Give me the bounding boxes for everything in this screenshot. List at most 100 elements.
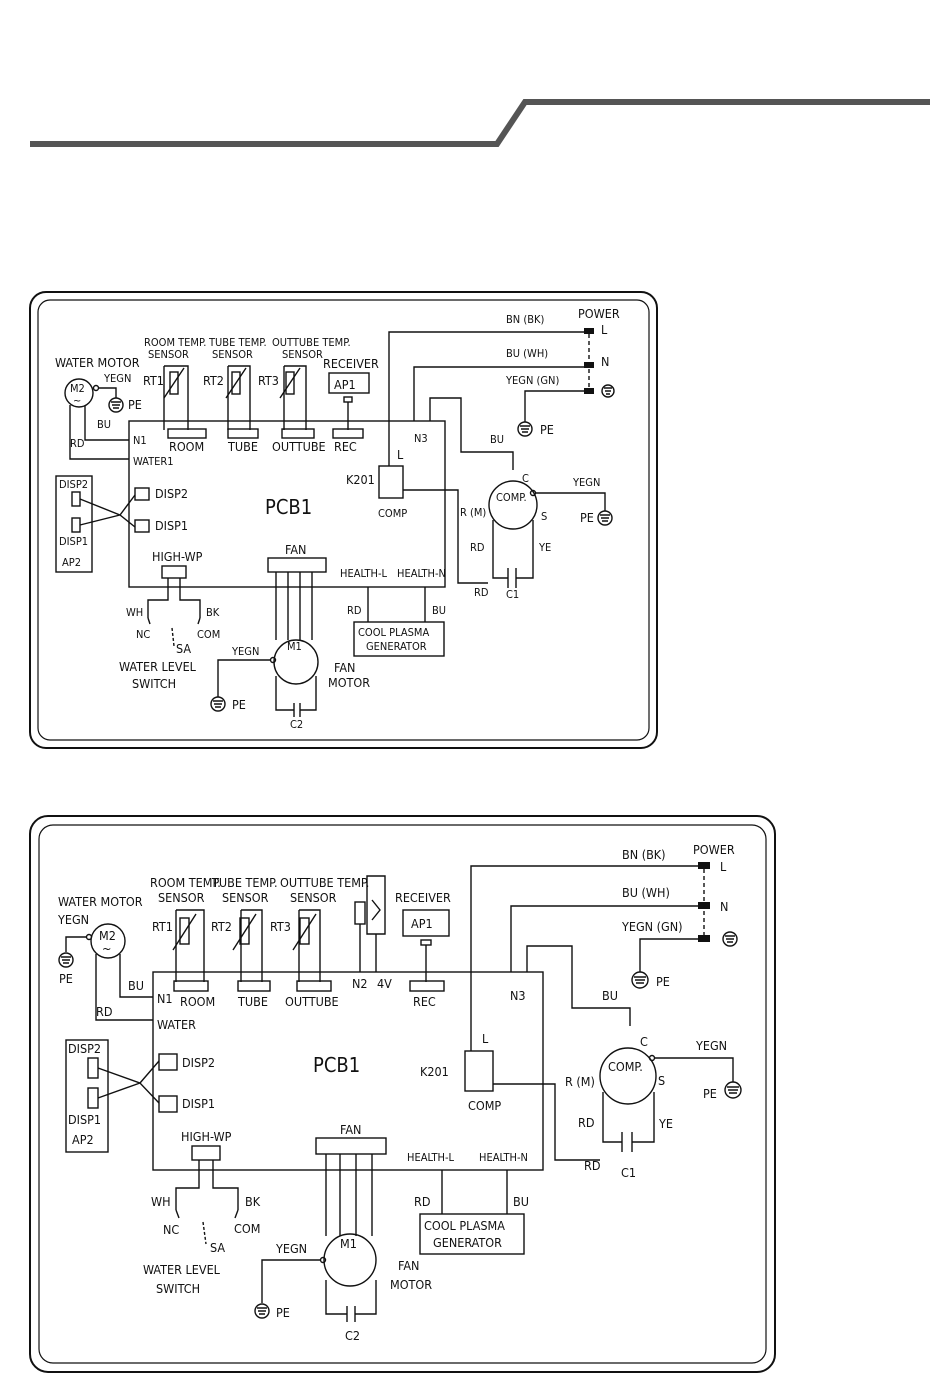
m1-fan-motor-2 <box>323 1233 377 1287</box>
connector-rec: REC <box>334 439 357 454</box>
connector-room-2: ROOM <box>180 994 215 1009</box>
com-label: COM <box>197 628 220 641</box>
nc-label: NC <box>136 628 150 641</box>
pcb-label: PCB1 <box>265 495 312 519</box>
k201-comp: COMP <box>378 507 407 520</box>
room-sensor-header-2: ROOM TEMP. <box>150 875 221 890</box>
outtube-sensor-header-2: OUTTUBE TEMP. <box>280 875 369 890</box>
m2-pe-2: PE <box>59 971 73 986</box>
mains-pe: PE <box>540 422 554 437</box>
fan-connector-label-2: FAN <box>340 1122 361 1137</box>
health-n-label: HEALTH-N <box>397 567 446 580</box>
c1-label: C1 <box>506 588 519 601</box>
wire-bu-m2: BU <box>97 418 111 431</box>
wire-bk-2: BK <box>245 1194 261 1209</box>
plasma-box <box>353 621 445 657</box>
power-label-2: POWER <box>693 842 735 857</box>
disp1-connector: DISP1 <box>155 518 188 533</box>
plasma-line1: COOL PLASMA <box>358 626 429 639</box>
rt2-label-2: RT2 <box>211 919 232 934</box>
m2-ground-icon <box>108 397 124 413</box>
k201-relay-2 <box>464 1050 494 1092</box>
m1-ground-icon-2 <box>254 1303 270 1319</box>
receiver-label: RECEIVER <box>323 356 379 371</box>
room-sensor-word: SENSOR <box>148 348 189 361</box>
comp-yegn-2: YEGN <box>695 1038 727 1053</box>
power-label: POWER <box>578 306 620 321</box>
rt2-thermistor-2 <box>232 909 263 982</box>
m1-pe: PE <box>232 697 246 712</box>
wls-line2-2: SWITCH <box>156 1281 200 1296</box>
plasma-box-2 <box>419 1213 525 1255</box>
connector-outtube: OUTTUBE <box>272 439 326 454</box>
rt2-thermistor <box>225 365 251 430</box>
yegn-gn-label: YEGN (GN) <box>505 374 559 387</box>
room-sensor-word-2: SENSOR <box>158 890 205 905</box>
connector-room: ROOM <box>169 439 204 454</box>
c2-label-2: C2 <box>345 1328 360 1343</box>
m2-yegn-2: YEGN <box>57 912 89 927</box>
wire-bk: BK <box>206 606 220 619</box>
tube-sensor-word: SENSOR <box>212 348 253 361</box>
comp-rm: R (M) <box>460 506 486 519</box>
wire-bu-m2-2: BU <box>128 978 144 993</box>
ap1-label-2: AP1 <box>411 916 433 931</box>
comp-ground-icon <box>597 510 613 526</box>
fan-motor-label1-2: FAN <box>398 1258 419 1273</box>
wire-bu-comp-2: BU <box>602 988 618 1003</box>
bu-wh-label: BU (WH) <box>506 347 548 360</box>
wire-rd-c1: RD <box>474 586 489 599</box>
connector-tube: TUBE <box>227 439 258 454</box>
wire-rd-c1-2: RD <box>584 1158 600 1173</box>
wire-rd-plasma-2: RD <box>414 1194 430 1209</box>
pcb-label-2: PCB1 <box>313 1053 360 1077</box>
ap1-box <box>328 372 370 394</box>
rt3-thermistor-2 <box>292 909 321 982</box>
comp-c-2: C <box>640 1034 648 1049</box>
wls-line2: SWITCH <box>132 676 176 691</box>
wiring-diagram-1: PCB1 ROOM TEMP. SENSOR TUBE TEMP. SENSOR… <box>29 291 658 749</box>
bn-bk-label: BN (BK) <box>506 313 544 326</box>
rt1-thermistor-2 <box>172 909 205 982</box>
wire-rd-comp: RD <box>470 541 485 554</box>
pcb-board-2 <box>152 971 544 1171</box>
v4-label: 4V <box>377 976 392 991</box>
ap2-box-2 <box>65 1039 109 1153</box>
fan-motor-label2-2: MOTOR <box>390 1277 432 1292</box>
rt2-label: RT2 <box>203 373 224 388</box>
wire-wh-2: WH <box>151 1194 171 1209</box>
wire-rd-comp-2: RD <box>578 1115 594 1130</box>
mains-ground-icon-2 <box>631 971 649 989</box>
connector-tube-2: TUBE <box>237 994 268 1009</box>
plasma-line2-2: GENERATOR <box>433 1235 502 1250</box>
nc-label-2: NC <box>163 1222 179 1237</box>
m2-motor <box>64 378 94 408</box>
sa-label-2: SA <box>210 1240 225 1255</box>
k201-l: L <box>397 447 404 462</box>
comp-s: S <box>541 510 547 523</box>
rt3-thermistor <box>279 365 307 430</box>
power-l: L <box>601 322 608 337</box>
wire-rd-m2-2: RD <box>96 1004 112 1019</box>
n2-label: N2 <box>352 976 368 991</box>
comp-c: C <box>522 472 529 485</box>
n1-label-2: N1 <box>157 991 173 1006</box>
comp-yegn: YEGN <box>572 476 600 489</box>
water-label-2: WATER <box>157 1017 196 1032</box>
power-l-2: L <box>720 859 727 874</box>
m1-label-2: M1 <box>340 1236 357 1251</box>
m2-symbol: ~ <box>73 394 81 407</box>
fan-motor-label1: FAN <box>334 660 355 675</box>
k201-label-2: K201 <box>420 1064 449 1079</box>
rt3-label: RT3 <box>258 373 279 388</box>
ap2-label-2: AP2 <box>72 1132 94 1147</box>
mains-ground-icon <box>517 421 533 437</box>
bn-bk-label-2: BN (BK) <box>622 847 666 862</box>
ap2-disp1: DISP1 <box>59 535 88 548</box>
k201-relay <box>378 465 404 499</box>
wire-bu-plasma-2: BU <box>513 1194 529 1209</box>
m1-yegn-2: YEGN <box>275 1241 307 1256</box>
com-label-2: COM <box>234 1221 260 1236</box>
tube-sensor-header: TUBE TEMP. <box>208 336 267 349</box>
